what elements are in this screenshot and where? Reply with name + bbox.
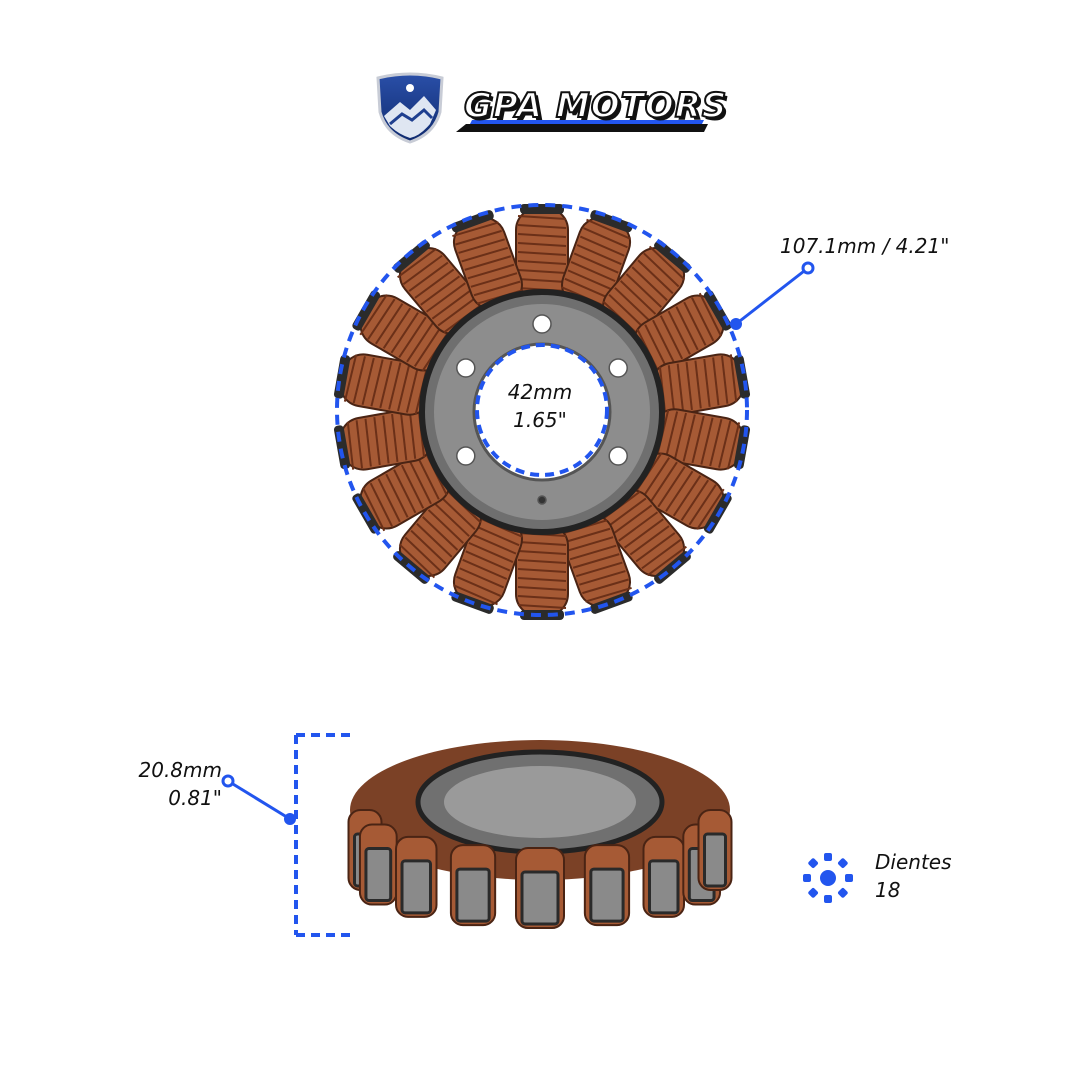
- height-mm: 20.8mm: [138, 758, 223, 782]
- stator-top-view: [333, 203, 751, 620]
- brand-logo: GPA MOTORS: [374, 72, 727, 146]
- inner-diameter-in: 1.65": [513, 408, 567, 432]
- side-coil: [358, 823, 398, 906]
- side-core-bore: [444, 766, 636, 838]
- height-in: 0.81": [168, 786, 222, 810]
- inner-diameter-label: 42mm 1.65": [480, 378, 600, 434]
- bolt-hole: [608, 358, 628, 378]
- brand-underline-icon: [456, 120, 708, 132]
- side-coil: [642, 835, 685, 918]
- side-coil: [697, 809, 733, 891]
- outer-diameter-circle: [335, 203, 749, 617]
- outer-diameter-label: 107.1mm / 4.21": [780, 234, 950, 258]
- bolt-hole: [537, 495, 547, 505]
- side-coil: [449, 844, 497, 927]
- shield-logo-icon: [376, 72, 444, 144]
- bolt-hole: [456, 358, 476, 378]
- height-bracket: [221, 733, 356, 937]
- coil-ring: [333, 204, 751, 620]
- brand-name: GPA MOTORS: [463, 85, 728, 127]
- outer-diameter-leader: [730, 261, 815, 330]
- gear-dots-icon: [803, 853, 853, 903]
- stator-side-view: [347, 740, 733, 929]
- side-coil: [395, 835, 438, 918]
- coil: [600, 489, 691, 584]
- bolt-hole: [532, 314, 552, 334]
- height-label: 20.8mm 0.81": [126, 756, 223, 812]
- coil: [393, 240, 484, 335]
- side-coil: [515, 847, 565, 929]
- coil: [515, 523, 569, 620]
- teeth-label: Dientes: [875, 850, 952, 874]
- bolt-hole: [456, 446, 476, 466]
- inner-diameter-mm: 42mm: [507, 380, 573, 404]
- brand-banner: GPA MOTORS: [452, 85, 727, 134]
- coil: [515, 204, 569, 301]
- side-coil: [583, 844, 631, 927]
- teeth-info: Dientes 18: [875, 848, 952, 904]
- inner-diameter-circle: [475, 343, 609, 477]
- side-coils: [347, 809, 733, 929]
- bolt-hole: [608, 446, 628, 466]
- bolt-holes: [456, 314, 628, 505]
- teeth-count: 18: [875, 878, 901, 902]
